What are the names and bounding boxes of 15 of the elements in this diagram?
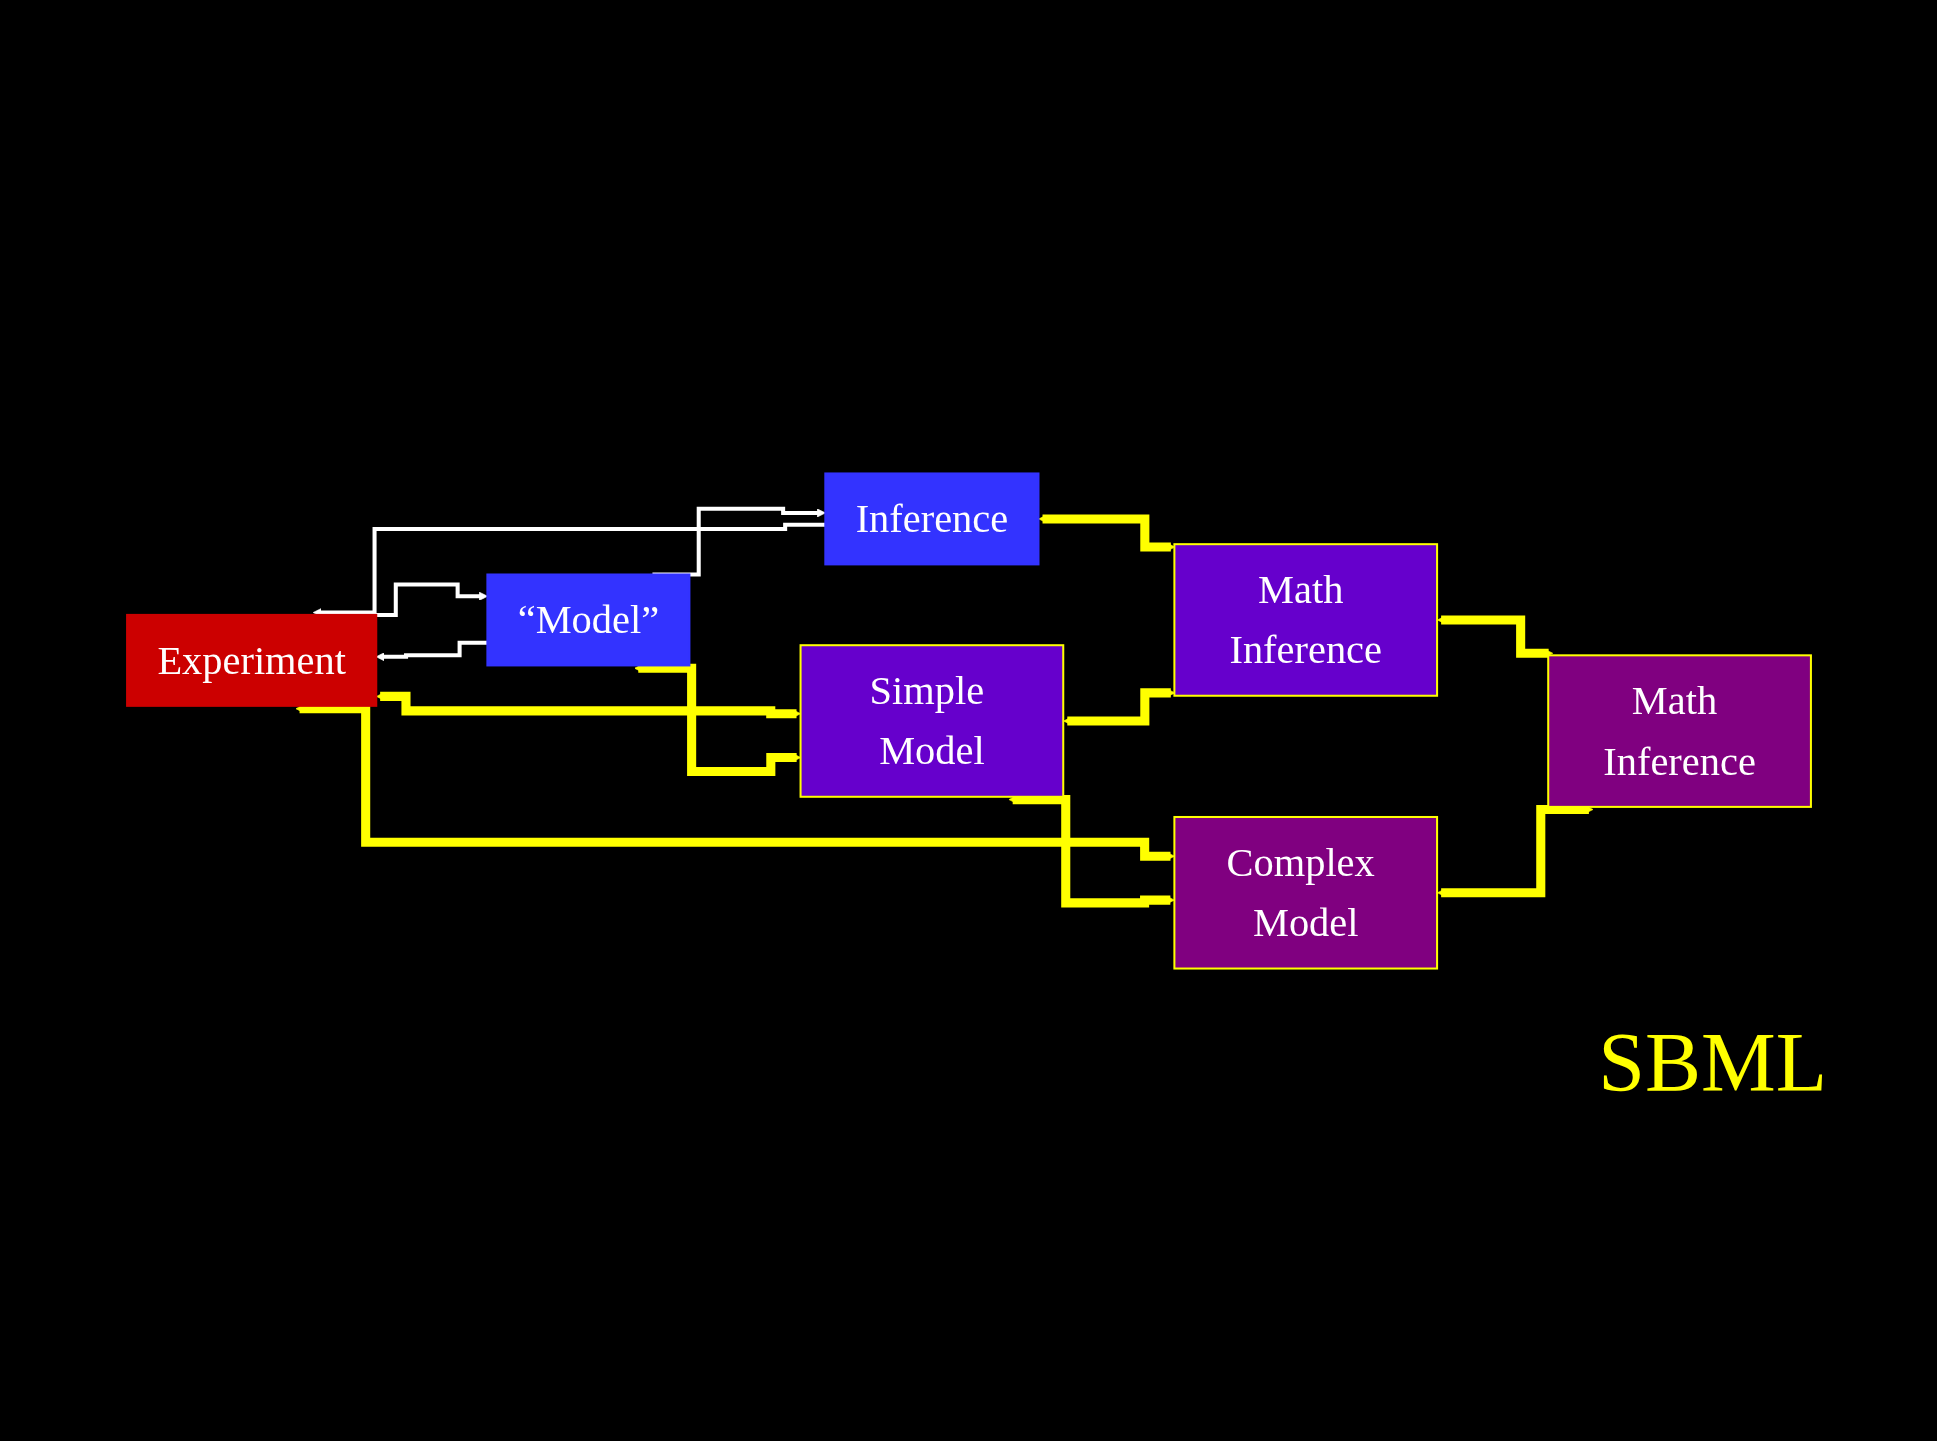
- node-box: Math Inference: [1546, 653, 1812, 808]
- node-box: Math Inference: [1172, 542, 1438, 697]
- arrow: [375, 691, 801, 718]
- node-box: Simple Model: [799, 643, 1064, 798]
- arrow: [312, 522, 825, 617]
- arrow: [375, 640, 487, 661]
- arrow: [1436, 614, 1553, 658]
- arrow: [633, 663, 801, 776]
- arrow: [1062, 687, 1175, 726]
- arrow: [1436, 804, 1593, 897]
- node-box: Complex Model: [1172, 815, 1438, 970]
- node-box: Inference: [823, 471, 1039, 565]
- node-box: “Model”: [485, 573, 690, 666]
- diagram-label: SBML: [1598, 1015, 1827, 1111]
- node-box: Experiment: [125, 613, 377, 707]
